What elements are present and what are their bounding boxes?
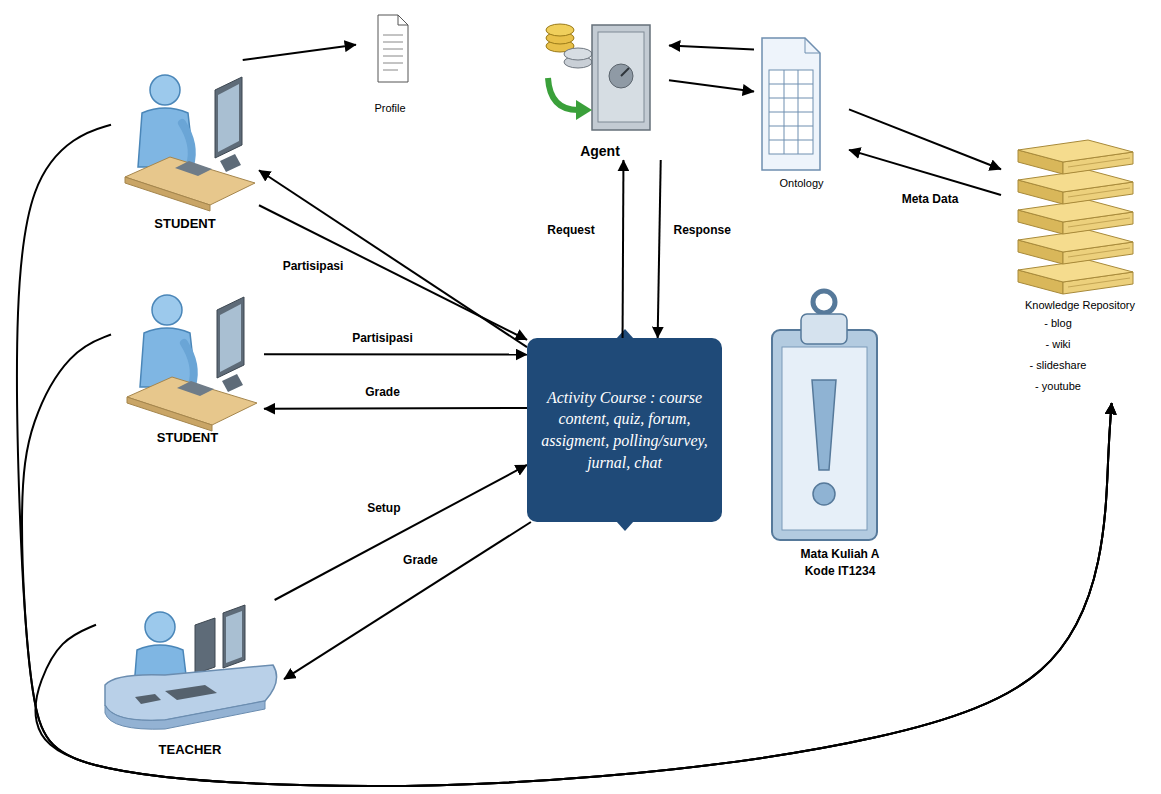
agent-safe (592, 25, 650, 130)
course-node: Mata Kuliah A Kode IT1234 (760, 285, 920, 585)
node-label: TEACHER (96, 742, 284, 758)
teacher-node: TEACHER (96, 600, 284, 765)
student-node: STUDENT (111, 60, 259, 235)
repository-books (1018, 200, 1133, 234)
edge-label: Request (544, 223, 597, 237)
ontology-document (762, 38, 820, 170)
ontology-node: Ontology (754, 30, 849, 192)
arrow-connector (259, 170, 527, 347)
text-group: Ontology (754, 175, 849, 191)
agent-safe (576, 100, 592, 120)
student-node: STUDENT (111, 285, 264, 450)
edge-label: Response (670, 223, 733, 237)
edge-label: Grade (362, 385, 403, 399)
curved-connector (22, 335, 1112, 786)
clipboard-icon (812, 380, 836, 470)
brace-points (616, 521, 634, 531)
profile-document (378, 15, 408, 82)
clipboard-icon (813, 291, 835, 313)
clipboard-icon (782, 347, 867, 530)
text-group: Activity Course : course content, quiz, … (537, 387, 712, 473)
text-group: Agent (531, 142, 669, 160)
list-item: - youtube (1001, 376, 1159, 397)
arrow-connector (669, 80, 754, 91)
text-group: TEACHER (96, 742, 284, 758)
student-figure (127, 295, 257, 431)
student-figure (125, 75, 255, 211)
agent-safe (546, 24, 574, 36)
arrow-connector (264, 407, 527, 410)
repository-books (1018, 140, 1133, 294)
ontology-document (769, 70, 813, 154)
teacher-figure (195, 618, 215, 674)
teacher-figure (165, 685, 217, 700)
agent-safe (564, 48, 592, 60)
repository-books (1018, 260, 1133, 294)
arrow-connector (849, 150, 1001, 195)
arrow-connector (658, 160, 661, 338)
profile-node: Profile (356, 10, 424, 115)
edge-label: Setup (364, 501, 403, 515)
repository-books (1018, 140, 1133, 174)
list-item: - slideshare (1001, 355, 1159, 376)
repository-node: Knowledge Repository- blog- wiki- slides… (1001, 118, 1159, 403)
arrow-connector (849, 109, 1001, 169)
ontology-document (805, 38, 820, 53)
edge-label: Partisipasi (349, 331, 416, 345)
arrow-connector (243, 45, 356, 60)
node-label: Agent (531, 142, 669, 160)
curved-connector (17, 125, 1112, 786)
text-group: Mata Kuliah A Kode IT1234 (792, 546, 888, 580)
profile-document (383, 35, 403, 70)
teacher-figure (223, 605, 245, 668)
node-label: STUDENT (111, 216, 259, 232)
teacher-figure (105, 605, 277, 729)
text-group: STUDENT (111, 430, 264, 446)
ontology-document (762, 38, 820, 170)
text-group: Profile (356, 100, 424, 116)
arrow-connector (284, 522, 531, 679)
arrow-connector (669, 45, 754, 49)
repository-books (1018, 230, 1133, 264)
edge-label: Meta Data (899, 192, 962, 206)
node-label: Knowledge Repository (1001, 297, 1159, 313)
agent-safe (598, 32, 644, 122)
agent-safe (548, 78, 578, 110)
node-label: Mata Kuliah A Kode IT1234 (792, 546, 888, 580)
agent-safe (621, 68, 629, 76)
teacher-figure (105, 701, 265, 729)
node-label: Profile (356, 100, 424, 116)
arrow-connector (622, 160, 625, 338)
teacher-figure (226, 611, 242, 663)
edge-label: Partisipasi (280, 259, 347, 273)
arrow-connector (264, 353, 527, 355)
teacher-figure (135, 694, 161, 704)
activity-box: Activity Course : course content, quiz, … (527, 338, 722, 522)
repository-books (1018, 170, 1133, 204)
list-item: - wiki (1001, 334, 1159, 355)
text-group: STUDENT (111, 216, 259, 232)
text-group: Knowledge Repository- blog- wiki- slides… (1001, 297, 1159, 397)
node-label: Activity Course : course content, quiz, … (537, 387, 712, 473)
list-item: - blog (1001, 313, 1159, 334)
node-label: Ontology (754, 175, 849, 191)
arrow-connector (275, 465, 527, 600)
profile-document (378, 15, 408, 82)
ontology-document (769, 70, 813, 154)
agent-safe (546, 24, 650, 130)
clipboard-icon (772, 291, 877, 540)
teacher-figure (145, 612, 175, 642)
clipboard-icon (772, 330, 877, 540)
clipboard-icon (813, 483, 835, 505)
edge-label: Grade (400, 553, 441, 567)
profile-document (398, 15, 408, 25)
agent-node: Agent (531, 15, 669, 160)
node-label: STUDENT (111, 430, 264, 446)
clipboard-icon (801, 314, 847, 344)
agent-safe (609, 64, 633, 88)
